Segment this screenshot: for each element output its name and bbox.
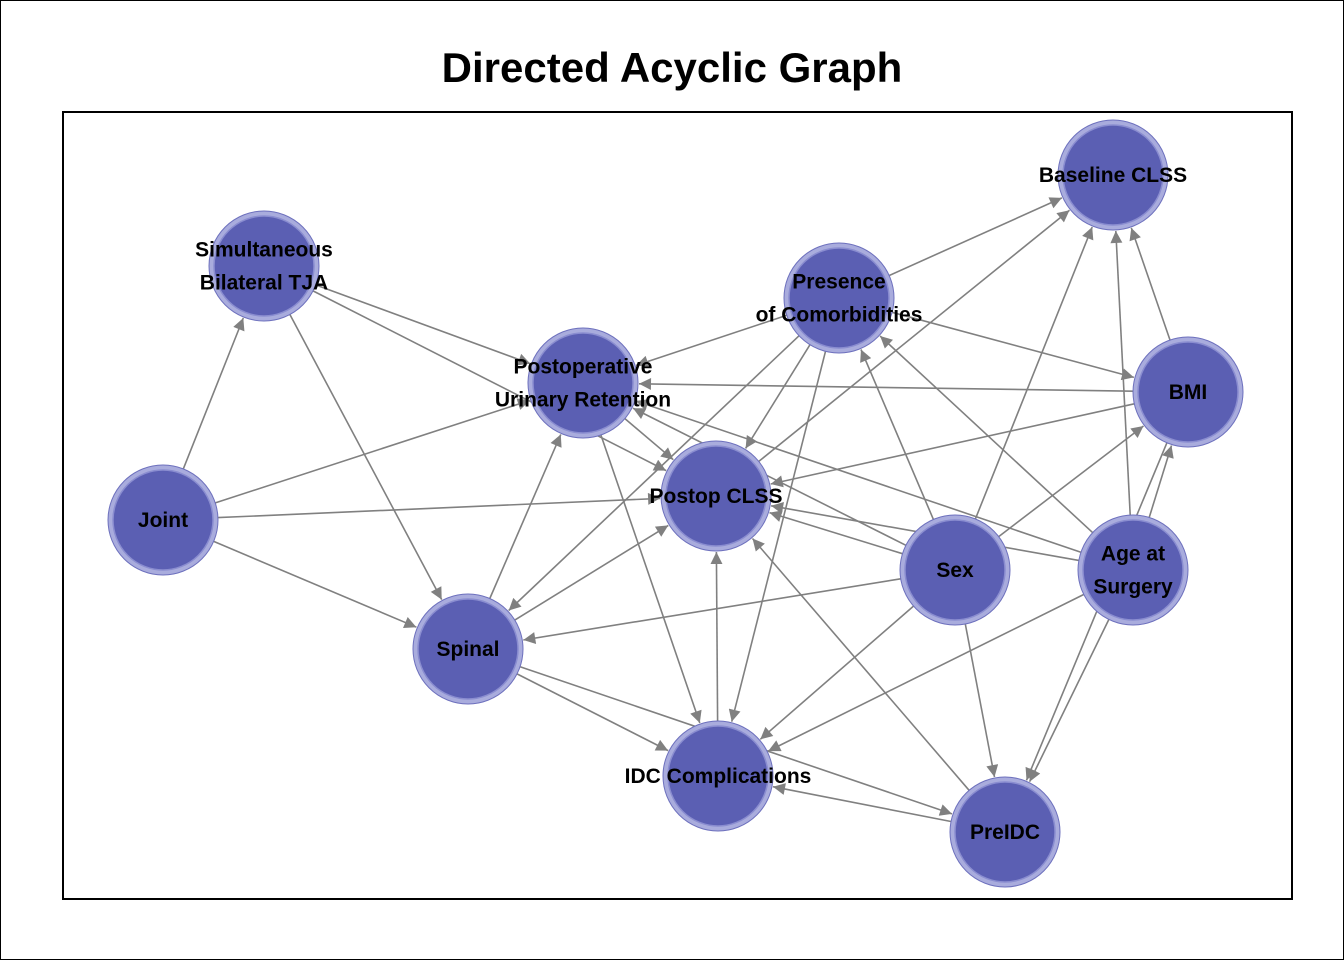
edge-pour-to-idc: [600, 434, 702, 724]
edge-comorb-to-spinal: [508, 335, 800, 612]
diagram-title: Directed Acyclic Graph: [441, 44, 903, 91]
edge-bmi-to-baseline: [1129, 227, 1171, 341]
edge-age-to-idc: [767, 593, 1085, 752]
edge-sex-to-spinal: [523, 578, 901, 645]
edges-layer: [182, 197, 1174, 823]
node-circle: [417, 598, 519, 700]
node-comorb[interactable]: Presence of Comorbidities: [756, 242, 923, 354]
node-circle: [665, 445, 767, 547]
node-label: Surgery: [1093, 576, 1173, 599]
edge-idc-to-postop: [710, 551, 723, 722]
node-circle: [1082, 519, 1184, 621]
node-circle: [788, 247, 890, 349]
edge-pour-to-postop: [624, 417, 674, 461]
edge-comorb-to-pour: [635, 314, 788, 368]
node-label: Urinary Retention: [495, 389, 671, 412]
edge-age-to-preidc: [1028, 619, 1110, 783]
node-circle: [1062, 124, 1164, 226]
node-label: Sex: [936, 559, 974, 582]
edge-postop-to-baseline: [758, 209, 1071, 463]
node-circle: [667, 725, 769, 827]
node-label: Spinal: [436, 638, 499, 661]
node-age[interactable]: Age at Surgery: [1077, 514, 1189, 626]
node-bmi[interactable]: BMI: [1132, 336, 1244, 448]
node-label: BMI: [1169, 381, 1208, 404]
node-label: Postop CLSS: [649, 485, 782, 508]
node-circle: [213, 215, 315, 317]
node-label: PreIDC: [970, 821, 1040, 844]
edge-comorb-to-bmi: [891, 311, 1135, 381]
node-label: Bilateral TJA: [200, 272, 328, 295]
node-joint[interactable]: Joint: [107, 464, 219, 576]
edge-joint-to-pour: [215, 398, 531, 504]
edge-sex-to-comorb: [860, 349, 935, 520]
edge-preidc-to-idc: [772, 783, 952, 823]
node-label: Postoperative: [514, 356, 653, 379]
plot-area-border: [62, 111, 1293, 900]
node-label: of Comorbidities: [756, 304, 923, 327]
node-label: IDC Complications: [625, 765, 812, 788]
edge-sex-to-bmi: [998, 425, 1144, 538]
edge-preidc-to-postop: [751, 537, 970, 791]
edge-joint-to-sbtja: [182, 317, 245, 470]
edge-sbtja-to-pour: [315, 284, 531, 366]
node-label: Presence: [792, 271, 885, 294]
node-idc[interactable]: IDC Complications: [625, 720, 812, 832]
edge-sbtja-to-spinal: [289, 314, 443, 600]
node-circle: [1137, 341, 1239, 443]
edge-age-to-comorb: [879, 335, 1094, 534]
edge-sbtja-to-postop: [312, 290, 667, 472]
node-label: Simultaneous: [195, 239, 333, 262]
node-postop[interactable]: Postop CLSS: [649, 440, 783, 552]
node-circle: [532, 332, 634, 434]
node-preidc[interactable]: PreIDC: [949, 776, 1061, 888]
edge-spinal-to-pour: [489, 434, 562, 599]
node-circle: [904, 519, 1006, 621]
edge-joint-to-postop: [217, 492, 661, 519]
edge-age-to-bmi: [1148, 445, 1174, 518]
edge-comorb-to-idc: [728, 351, 827, 722]
edge-comorb-to-postop: [744, 344, 811, 449]
edge-sex-to-preidc: [964, 623, 999, 778]
edge-sex-to-postop: [769, 510, 903, 555]
edge-sex-to-baseline: [974, 226, 1094, 520]
node-sex[interactable]: Sex: [899, 514, 1011, 626]
node-spinal[interactable]: Spinal: [412, 593, 524, 705]
node-label: Joint: [138, 509, 188, 532]
node-baseline[interactable]: Baseline CLSS: [1039, 119, 1187, 231]
edge-age-to-pour: [635, 399, 1082, 554]
node-circle: [954, 781, 1056, 883]
edge-spinal-to-postop: [514, 524, 669, 621]
node-circle: [112, 469, 214, 571]
edge-joint-to-spinal: [213, 540, 417, 629]
edge-age-to-baseline: [1110, 230, 1131, 516]
edge-bmi-to-postop: [770, 403, 1135, 488]
edge-bmi-to-pour: [638, 377, 1134, 392]
edge-sex-to-idc: [759, 605, 915, 740]
edge-spinal-to-idc: [516, 673, 669, 752]
node-label: Baseline CLSS: [1039, 164, 1187, 187]
node-label: Age at: [1101, 543, 1165, 566]
edge-comorb-to-baseline: [888, 197, 1063, 277]
